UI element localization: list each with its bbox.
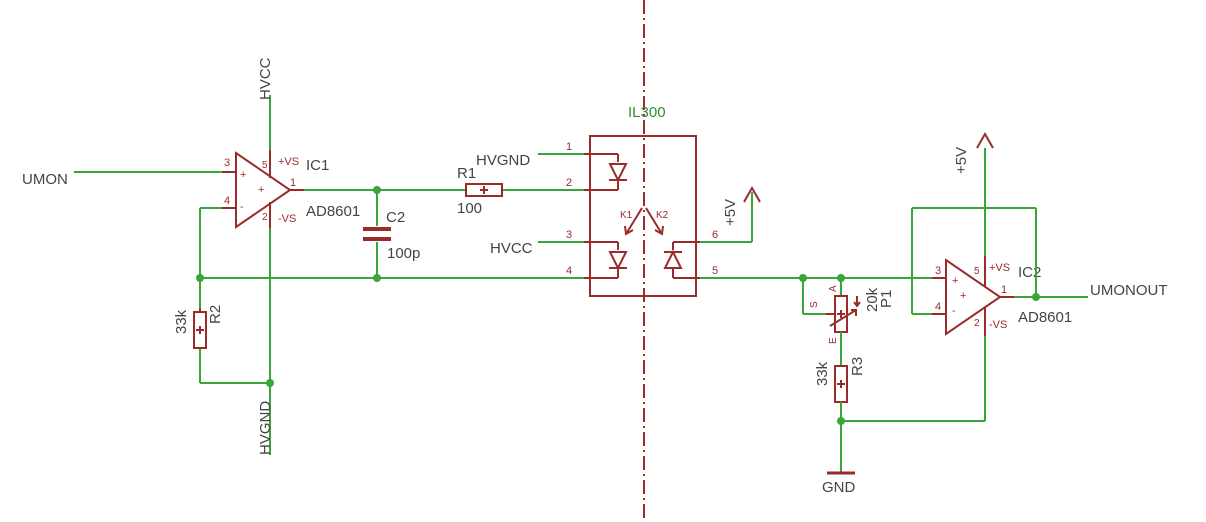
p1-a-label: A — [828, 285, 839, 292]
il300-pin2-label: 2 — [566, 177, 572, 189]
junction-dot — [373, 274, 381, 282]
ic1-opamp: 3 4 + - + +VS -VS 5 2 1 — [222, 150, 304, 229]
ic1-minusvs-label: -VS — [278, 213, 296, 225]
ic1-value-label: AD8601 — [306, 203, 360, 220]
ic1-output-plus-label: + — [258, 184, 264, 196]
resistor-r3 — [834, 365, 848, 403]
ic2-name-label: IC2 — [1018, 264, 1041, 281]
il300-k2-label: K2 — [656, 210, 669, 221]
gnd-net-label: GND — [822, 479, 856, 496]
ic1-minus-label: - — [240, 201, 244, 213]
r2-value-label: 33k — [173, 309, 190, 334]
hvcc-top-net-label: HVCC — [257, 57, 274, 100]
c2-value-label: 100p — [387, 245, 420, 262]
ic2-minusvs-label: -VS — [989, 319, 1007, 331]
resistor-r2 — [193, 308, 207, 349]
ic2-pin5-label: 5 — [974, 266, 980, 277]
ic2-output-plus-label: + — [960, 290, 966, 302]
p1-name-label: P1 — [878, 290, 895, 308]
hvgnd-bottom-net-label: HVGND — [257, 401, 274, 455]
r1-name-label: R1 — [457, 165, 476, 182]
ic2-value-label: AD8601 — [1018, 309, 1072, 326]
ic2-opamp: 3 4 + - + +VS -VS 5 2 1 — [932, 256, 1014, 336]
ic1-pin5-label: 5 — [262, 160, 268, 171]
il300-pin6-label: 6 — [712, 229, 718, 241]
p1-s-label: S — [809, 301, 820, 308]
junction-dot — [837, 417, 845, 425]
ic2-pin3-label: 3 — [935, 265, 941, 277]
il300-pin5-label: 5 — [712, 265, 718, 277]
ic1-pin3-label: 3 — [224, 157, 230, 169]
ic1-pin4-label: 4 — [224, 195, 230, 207]
junction-dot — [266, 379, 274, 387]
p1-e-label: E — [828, 337, 839, 344]
plus5v-right-net-label: +5V — [722, 199, 739, 226]
ic1-plus-label: + — [240, 169, 246, 181]
il300-k1-label: K1 — [620, 210, 633, 221]
ic1-pin1-label: 1 — [290, 177, 296, 189]
junction-dot — [196, 274, 204, 282]
umon-net-label: UMON — [22, 171, 68, 188]
capacitor-c2 — [363, 227, 391, 241]
plus5v-top-net-label: +5V — [953, 147, 970, 174]
ic2-minus-label: - — [952, 305, 956, 317]
umonout-net-label: UMONOUT — [1090, 282, 1168, 299]
junction-dot — [1032, 293, 1040, 301]
r3-value-label: 33k — [814, 361, 831, 386]
c2-name-label: C2 — [386, 209, 405, 226]
junction-dot — [799, 274, 807, 282]
junction-dot — [837, 274, 845, 282]
il300-pin3-label: 3 — [566, 229, 572, 241]
ic2-pin2-label: 2 — [974, 318, 980, 329]
junction-dot — [373, 186, 381, 194]
il300-optocoupler: 1 2 3 4 5 6 K1 K2 — [566, 135, 718, 297]
plus5v-right-arrow — [743, 185, 761, 203]
ic1-pin2-label: 2 — [262, 212, 268, 223]
hvcc-il300-net-label: HVCC — [490, 240, 533, 257]
ic2-plus-label: + — [952, 275, 958, 287]
hvgnd-il300-net-label: HVGND — [476, 152, 530, 169]
ic2-pin1-label: 1 — [1001, 284, 1007, 296]
resistor-r1 — [465, 183, 503, 197]
plus5v-top-arrow — [976, 131, 994, 149]
ic2-pin4-label: 4 — [935, 301, 941, 313]
r1-value-label: 100 — [457, 200, 482, 217]
p1-value-label: 20k — [864, 287, 881, 312]
il300-name-label: IL300 — [628, 104, 666, 121]
ic1-name-label: IC1 — [306, 157, 329, 174]
il300-pin4-label: 4 — [566, 265, 572, 277]
r2-name-label: R2 — [207, 305, 224, 324]
ic1-plusvs-label: +VS — [278, 156, 299, 168]
r3-name-label: R3 — [849, 357, 866, 376]
ic2-plusvs-label: +VS — [989, 262, 1010, 274]
il300-pin1-label: 1 — [566, 141, 572, 153]
